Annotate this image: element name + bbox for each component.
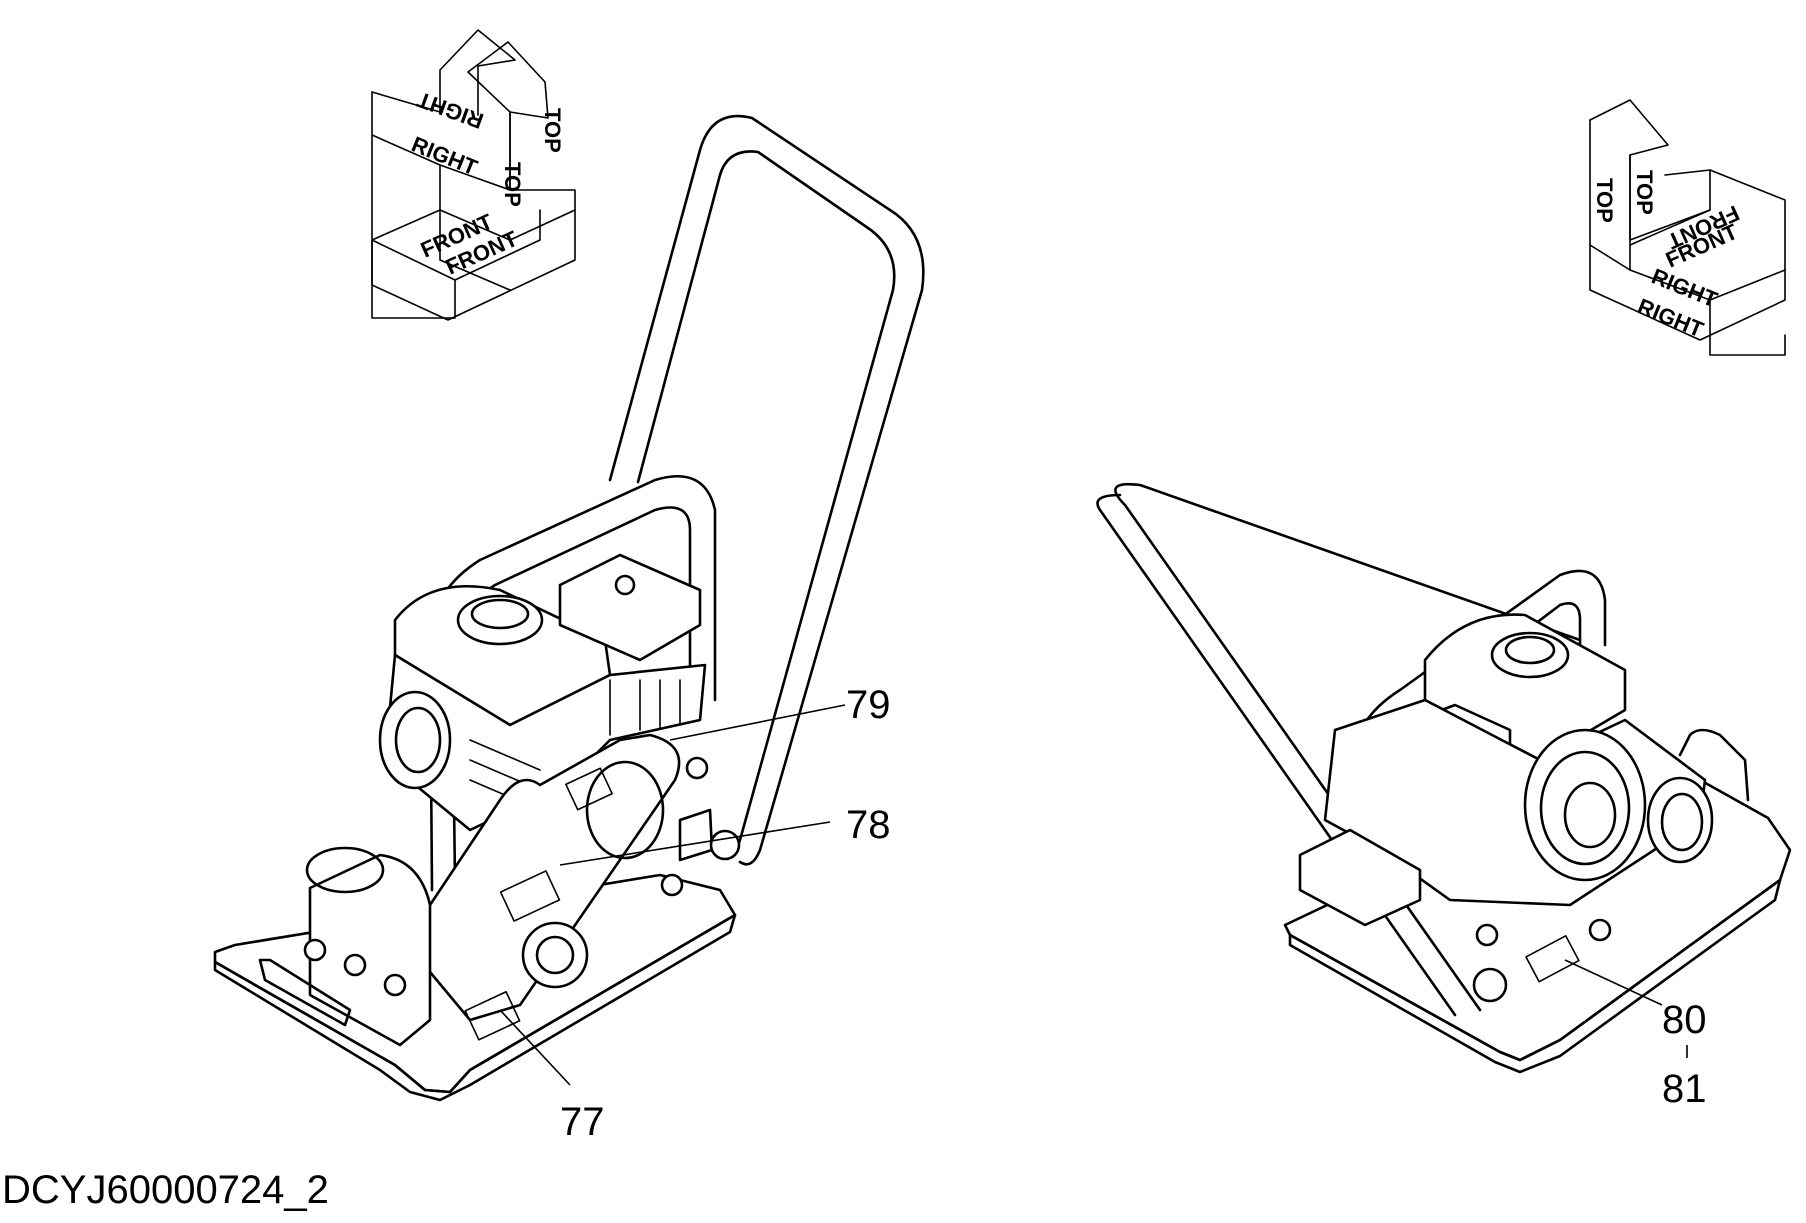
leader-80 <box>1564 959 1663 1006</box>
drawing-id: DCYJ60000724_2 <box>2 1168 329 1212</box>
plate-compactor-right <box>1096 482 1792 1074</box>
fuel-cap <box>456 594 544 646</box>
callout-78: 78 <box>846 803 891 847</box>
plate-compactor-left <box>213 114 925 1102</box>
orientation-indicator-right: TOP TOP RIGHT RIGHT FRONT FRONT <box>1589 99 1786 356</box>
guide-handle <box>1114 482 1582 1012</box>
callout-80: 80 <box>1662 998 1707 1042</box>
leader-79 <box>669 704 846 741</box>
label-top: TOP <box>1592 178 1617 223</box>
label-right: RIGHT <box>408 131 481 180</box>
callout-81: 81 <box>1662 1067 1707 1111</box>
leader-78 <box>559 821 831 866</box>
label-right-back: RIGHT <box>413 87 486 134</box>
label-top-back: TOP <box>1632 170 1657 215</box>
label-top-back: TOP <box>540 108 565 153</box>
callout-79: 79 <box>846 683 891 727</box>
pulley <box>521 921 589 989</box>
fuel-tank <box>393 584 612 727</box>
air-cleaner <box>558 553 702 662</box>
label-top: TOP <box>500 162 525 207</box>
fuel-cap <box>1490 631 1570 679</box>
callout-77: 77 <box>560 1100 605 1144</box>
orientation-indicator-left: TOP TOP RIGHT RIGHT FRONT FRONT <box>371 29 576 321</box>
engine-block <box>383 653 707 832</box>
exciter <box>308 853 432 1047</box>
guide-handle <box>608 114 925 866</box>
leader-77 <box>499 1009 571 1086</box>
